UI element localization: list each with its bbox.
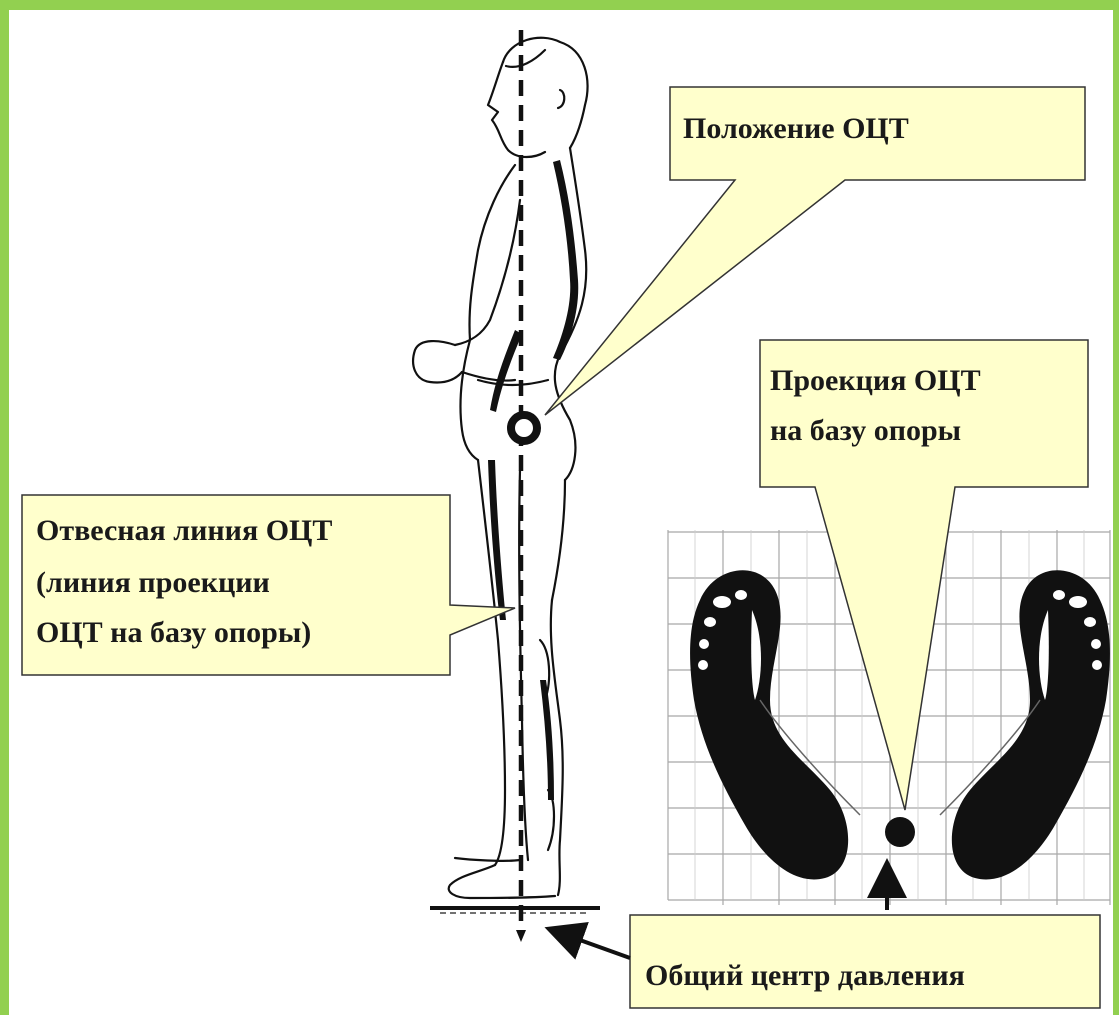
- center-of-gravity-marker: [511, 415, 537, 441]
- callout-center-of-pressure-text: Общий центр давления: [645, 959, 965, 992]
- callout-ocg-projection-line2: на базу опоры: [770, 414, 961, 447]
- cop-arrow-to-plumb: [552, 930, 630, 958]
- callout-ocg-position-text: Положение ОЦТ: [683, 112, 909, 145]
- callout-plumb-line-line3: ОЦТ на базу опоры): [36, 616, 311, 649]
- callout-ocg-projection-line1: Проекция ОЦТ: [770, 364, 981, 397]
- center-of-pressure-dot: [885, 817, 915, 847]
- plumb-line-arrowhead: [516, 930, 526, 942]
- callout-center-of-pressure: Общий центр давления: [630, 915, 1100, 1008]
- callout-plumb-line-line2: (линия проекции: [36, 566, 270, 599]
- floor-line: [430, 908, 600, 913]
- callout-plumb-line: Отвесная линия ОЦТ (линия проекции ОЦТ н…: [22, 495, 515, 675]
- callout-plumb-line-line1: Отвесная линия ОЦТ: [36, 514, 332, 547]
